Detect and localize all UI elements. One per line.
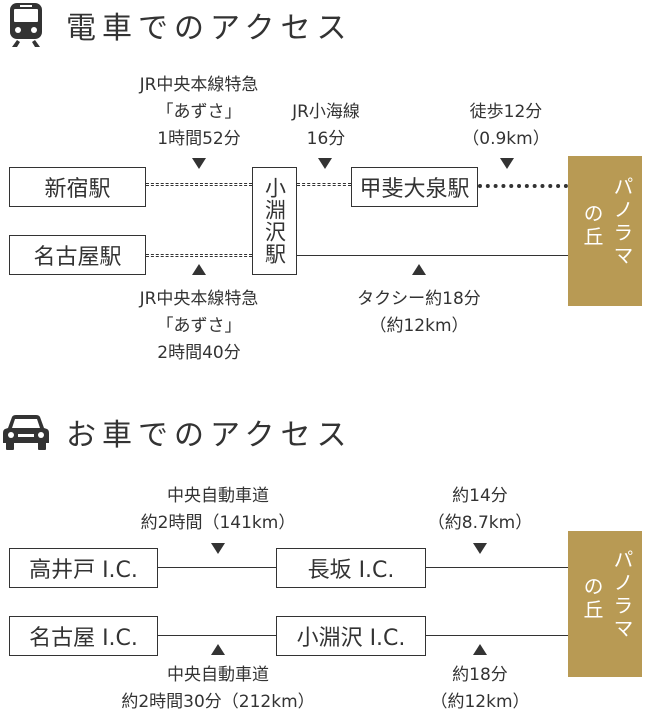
road-nagasaka: [426, 567, 568, 568]
route-info-walk: 徒歩12分 （0.9km）: [448, 99, 564, 153]
route-info-shinjuku: JR中央本線特急 「あずさ」 1時間52分: [118, 72, 280, 153]
route-walk-distance: （0.9km）: [462, 129, 550, 149]
route-train-name: 「あずさ」: [156, 102, 242, 122]
arrow-up-icon: [473, 644, 487, 655]
arrow-up-icon: [211, 644, 225, 655]
arrow-up-icon: [412, 264, 426, 275]
arrow-down-icon: [473, 543, 487, 554]
station-shinjuku: 新宿駅: [9, 167, 146, 207]
route-distance: （約8.7km）: [427, 513, 533, 533]
route-taxi-duration: タクシー約18分: [357, 289, 481, 309]
route-info-nagoya: JR中央本線特急 「あずさ」 2時間40分: [118, 286, 280, 367]
destination-label-line2: の丘: [580, 203, 604, 249]
route-line-name: JR中央本線特急: [139, 75, 259, 95]
route-road-name: 中央自動車道: [167, 665, 269, 685]
taxi-route: [297, 255, 568, 256]
route-line-name: JR小海線: [292, 102, 360, 122]
ic-takaido: 高井戸 I.C.: [9, 548, 158, 588]
route-info-koumi: JR小海線 16分: [268, 99, 384, 153]
route-info-nagoya-car: 中央自動車道 約2時間30分（212km）: [100, 662, 336, 716]
destination-panorama-hill-car: パノラマ の丘: [568, 531, 642, 677]
destination-label-line1: パノラマ: [610, 176, 634, 268]
route-info-taxi: タクシー約18分 （約12km）: [330, 286, 508, 340]
koumi-line: [297, 183, 351, 186]
station-kobuchizawa: 小淵沢駅: [252, 167, 297, 275]
route-duration: 1時間52分: [157, 129, 241, 149]
route-duration: 約14分: [452, 486, 508, 506]
route-duration: 約2時間30分（212km）: [121, 692, 315, 712]
car-access-heading: お車でのアクセス: [66, 418, 353, 453]
route-info-nagasaka: 約14分 （約8.7km）: [420, 483, 540, 537]
arrow-down-icon: [500, 158, 514, 169]
station-kaioizumi: 甲斐大泉駅: [351, 167, 478, 207]
walk-path: [478, 184, 568, 188]
route-train-name: 「あずさ」: [156, 316, 242, 336]
arrow-down-icon: [211, 543, 225, 554]
chuo-expressway-nagoya: [158, 635, 276, 636]
chuo-expressway-takaido: [158, 567, 276, 568]
arrow-up-icon: [192, 264, 206, 275]
destination-label-line1: パノラマ: [610, 549, 634, 641]
destination-panorama-hill-train: パノラマ の丘: [568, 156, 642, 306]
route-distance: （約12km）: [430, 692, 530, 712]
route-road-name: 中央自動車道: [167, 486, 269, 506]
route-walk-duration: 徒歩12分: [469, 102, 543, 122]
route-duration: 約2時間（141km）: [140, 513, 296, 533]
route-duration: 2時間40分: [157, 343, 241, 363]
ic-nagasaka: 長坂 I.C.: [276, 548, 426, 588]
station-nagoya: 名古屋駅: [9, 235, 146, 275]
route-taxi-distance: （約12km）: [369, 316, 469, 336]
route-duration: 16分: [306, 129, 346, 149]
road-kobuchizawa: [426, 635, 568, 636]
ic-kobuchizawa: 小淵沢 I.C.: [276, 616, 426, 656]
arrow-down-icon: [318, 158, 332, 169]
car-icon: [3, 413, 49, 451]
azusa-line-shinjuku: [146, 183, 252, 186]
train-access-heading: 電車でのアクセス: [66, 11, 353, 46]
ic-nagoya: 名古屋 I.C.: [9, 616, 158, 656]
route-duration: 約18分: [452, 665, 508, 685]
destination-label-line2: の丘: [580, 576, 604, 622]
route-info-takaido: 中央自動車道 約2時間（141km）: [128, 483, 308, 537]
arrow-down-icon: [192, 158, 206, 169]
train-icon: [8, 2, 44, 48]
route-info-kobuchizawa-car: 約18分 （約12km）: [420, 662, 540, 716]
route-line-name: JR中央本線特急: [139, 289, 259, 309]
azusa-line-nagoya: [146, 254, 252, 257]
